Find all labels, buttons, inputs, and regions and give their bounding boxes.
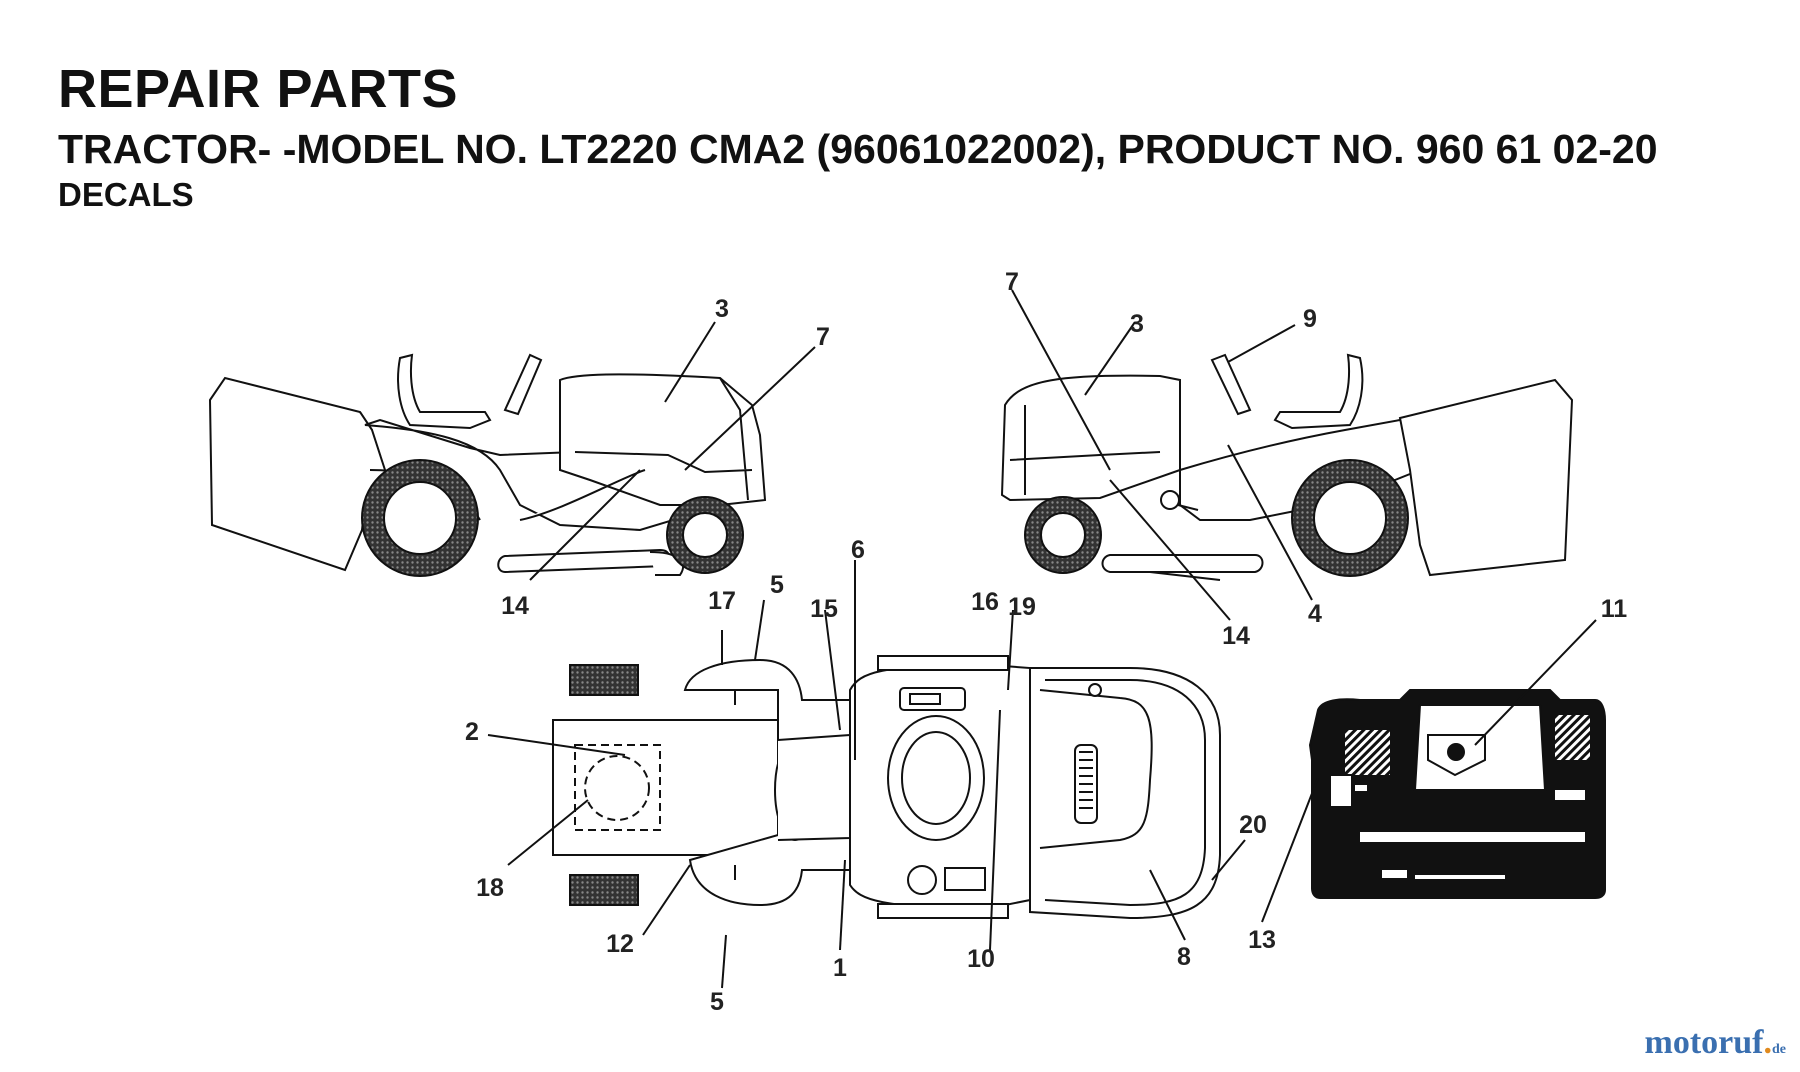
callout-8: 8: [1177, 943, 1191, 971]
tractor-right-side-view: [1000, 353, 1574, 581]
callout-18: 18: [476, 874, 504, 902]
watermark-logo: motoruf.de: [1644, 1024, 1786, 1061]
page-title: REPAIR PARTS: [58, 59, 459, 119]
callout-10: 10: [967, 945, 995, 973]
leader-lines: [487, 289, 1597, 989]
callout-2: 2: [465, 718, 479, 746]
callout-13: 13: [1248, 926, 1276, 954]
tractor-left-side-view: [208, 353, 767, 577]
callout-3-left: 3: [715, 295, 729, 323]
callout-15: 15: [810, 595, 838, 623]
watermark-tld: de: [1772, 1042, 1786, 1057]
dash-panel-detail: [1308, 689, 1606, 899]
callout-4: 4: [1308, 600, 1322, 628]
tractor-top-view: [552, 655, 1221, 920]
callout-12: 12: [606, 930, 634, 958]
callout-1: 1: [833, 954, 847, 982]
callout-19: 19: [1008, 593, 1036, 621]
watermark-brand: motoruf: [1644, 1024, 1764, 1061]
callout-14-left: 14: [501, 592, 529, 620]
callout-3-right: 3: [1130, 310, 1144, 338]
callout-5-top: 5: [770, 571, 784, 599]
section-label: DECALS: [58, 176, 194, 213]
callout-20: 20: [1239, 811, 1267, 839]
callout-6: 6: [851, 536, 865, 564]
model-subtitle: TRACTOR- -MODEL NO. LT2220 CMA2 (9606102…: [58, 126, 1658, 172]
callout-11: 11: [1601, 595, 1628, 623]
callout-5-bottom: 5: [710, 988, 724, 1016]
callout-7-left: 7: [816, 323, 830, 351]
callout-7-right: 7: [1005, 268, 1019, 296]
callout-16: 16: [971, 588, 999, 616]
callout-14-right: 14: [1222, 622, 1250, 650]
callout-9: 9: [1303, 305, 1317, 333]
callout-17: 17: [708, 587, 736, 615]
